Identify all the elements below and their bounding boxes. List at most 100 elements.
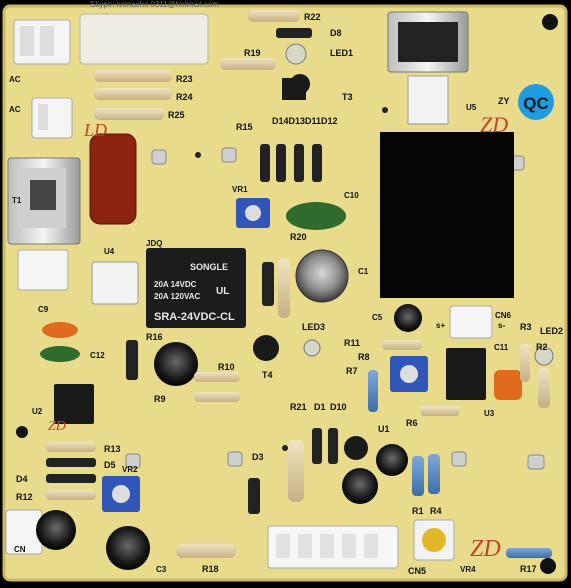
label-r19: R19 [244,48,261,58]
label-c10: C10 [344,191,359,200]
label-u5: U5 [466,103,477,112]
label-u2: U2 [32,407,43,416]
pcb-edge [2,4,568,582]
black-module [380,132,514,298]
label-c9: C9 [38,305,49,314]
led2 [534,346,554,366]
fuse-block [79,13,209,65]
label-r24: R24 [176,92,193,102]
label-r6: R6 [406,418,418,428]
trimpot-vr4 [413,519,455,561]
label-vr1: VR1 [232,185,248,194]
label-cn6: CN6 [495,311,512,320]
capacitor-c1 [295,249,349,303]
label-r2: R2 [536,342,548,352]
label-c3: C3 [156,565,167,574]
label-r11: R11 [344,338,360,348]
hand-mark-ld: LD [83,120,107,140]
label-c12: C12 [90,351,105,360]
capacitor-c12 [40,346,80,362]
capacitor-c3 [106,526,150,570]
watermark-caption: Skype: ivonachc 0311@hotmail.com [90,0,219,9]
silkscreen-labels: R22 D8 LED1 R19 R23 R24 R25 T3 R15 D14D1… [16,12,563,576]
label-led3: LED3 [302,322,325,332]
relay-brand: SONGLE [190,262,228,272]
label-r17: R17 [520,564,537,574]
hand-mark-zd-top: ZD [480,112,508,137]
ac-connector-top [13,19,71,65]
label-u4: U4 [104,247,115,256]
relay-model: SRA-24VDC-CL [154,311,235,323]
optocoupler-u4 [91,261,139,305]
label-d4: D4 [16,474,28,484]
connector-bottom-long [267,525,399,569]
label-ac1: AC [9,75,21,84]
relay-rating-2: 20A 120VAC [154,292,200,301]
label-r25: R25 [168,110,185,120]
label-r18: R18 [202,564,219,574]
diodes [46,28,338,514]
film-capacitor-red [89,133,137,225]
label-vr2: VR2 [122,465,138,474]
label-r9: R9 [154,394,166,404]
label-r3: R3 [520,322,532,332]
capacitor-cn-left [36,510,76,550]
capacitor-bottom-1 [342,468,378,504]
connector-h-left [17,249,69,291]
label-s-plus: s+ [436,321,445,330]
label-d1: D1 [314,402,326,412]
capacitor-c6 [154,342,198,386]
label-cn: CN [14,545,26,554]
capacitor-c10 [286,202,346,230]
led3 [303,339,321,357]
label-led2: LED2 [540,326,563,336]
relay-rating-1: 20A 14VDC [154,280,197,289]
trimpot-vr1 [236,198,270,228]
label-u1: U1 [378,424,390,434]
label-r10: R10 [218,362,235,372]
label-r16: R16 [146,332,163,342]
qc-sticker: QC [518,84,554,120]
capacitor-c11 [494,370,522,400]
label-t1: T1 [12,196,22,205]
label-jdq: JDQ [146,239,162,248]
capacitor-bottom-2 [376,444,408,476]
label-r8: R8 [358,352,370,362]
label-diode-row: D14D13D11D12 [272,116,338,126]
hand-mark-zd-left: ZD [48,419,66,434]
connector-cn6 [449,305,493,339]
label-cn5: CN5 [408,566,426,576]
label-r20: R20 [290,232,307,242]
label-u3: U3 [484,409,495,418]
ic-u2 [54,384,94,424]
label-r13: R13 [104,444,121,454]
label-c1: C1 [358,267,369,276]
ic-u3 [446,348,486,400]
label-zy: ZY [498,96,510,106]
label-t4: T4 [262,370,273,380]
label-t3: T3 [342,92,353,102]
capacitor-c5 [394,304,422,332]
label-r7: R7 [346,366,358,376]
label-r23: R23 [176,74,193,84]
resistors [46,10,552,558]
relay-songle: SONGLE 20A 14VDC 20A 120VAC UL SRA-24VDC… [146,248,246,328]
label-r22: R22 [304,12,321,22]
label-r12: R12 [16,492,33,502]
label-r15: R15 [236,122,253,132]
led1 [285,43,307,65]
label-led1: LED1 [330,48,353,58]
label-d5: D5 [104,460,116,470]
transistors [253,74,368,460]
trimpot-vr2 [102,476,140,512]
regulator-heatsink-u5 [387,11,469,125]
label-r1: R1 [412,506,424,516]
trimpot-mid [390,356,428,392]
label-d10: D10 [330,402,347,412]
label-d8: D8 [330,28,342,38]
label-d3: D3 [252,452,264,462]
label-r4: R4 [430,506,442,516]
hand-mark-zd-bottom: ZD [470,536,501,562]
